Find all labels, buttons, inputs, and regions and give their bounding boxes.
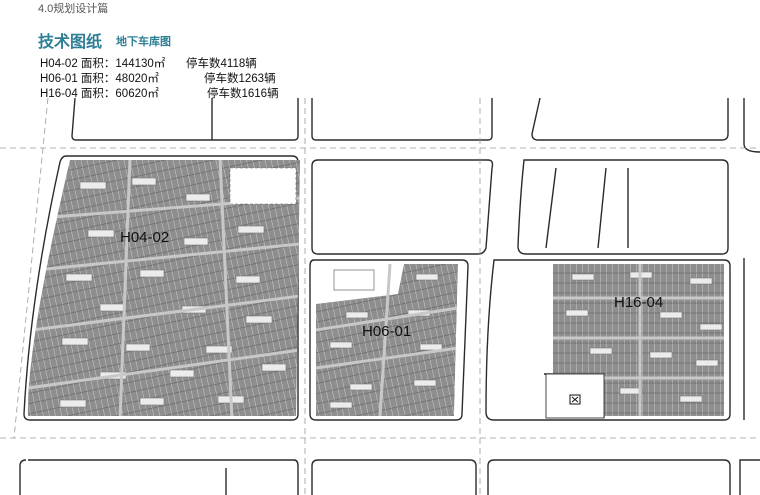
- parking-count: 停车数1263辆: [204, 73, 276, 85]
- area-text: H06-01 面积：48020㎡: [40, 73, 159, 85]
- plot-label-h04-02: H04-02: [120, 229, 169, 246]
- plot-h16-04-parking: [553, 264, 724, 416]
- area-text: H16-04 面积：60620㎡: [40, 88, 159, 100]
- centerlines: [0, 98, 760, 495]
- substation-icon: [569, 394, 581, 405]
- parking-plan-drawing: H04-02 H06-01 H16-04: [0, 98, 760, 495]
- parking-count: 停车数1616辆: [207, 88, 279, 100]
- page-title: 技术图纸: [38, 34, 103, 51]
- parking-count: 停车数4118辆: [186, 58, 257, 70]
- area-text: H04-02 面积：144130㎡: [40, 58, 166, 70]
- plot-h06-01-parking: [316, 264, 458, 416]
- section-label: 4.0规划设计篇: [38, 3, 109, 15]
- page-subtitle: 地下车库图: [116, 36, 171, 48]
- plot-h06-01-building-outline: [333, 269, 375, 291]
- area-row-h04-02: H04-02 面积：144130㎡ 停车数4118辆: [40, 55, 257, 71]
- plot-label-h06-01: H06-01: [362, 323, 411, 340]
- plot-label-h16-04: H16-04: [614, 294, 663, 311]
- plot-h04-02-parking: [27, 160, 300, 416]
- area-row-h16-04: H16-04 面积：60620㎡ 停车数1616辆: [40, 85, 279, 101]
- area-row-h06-01: H06-01 面积：48020㎡ 停车数1263辆: [40, 70, 276, 86]
